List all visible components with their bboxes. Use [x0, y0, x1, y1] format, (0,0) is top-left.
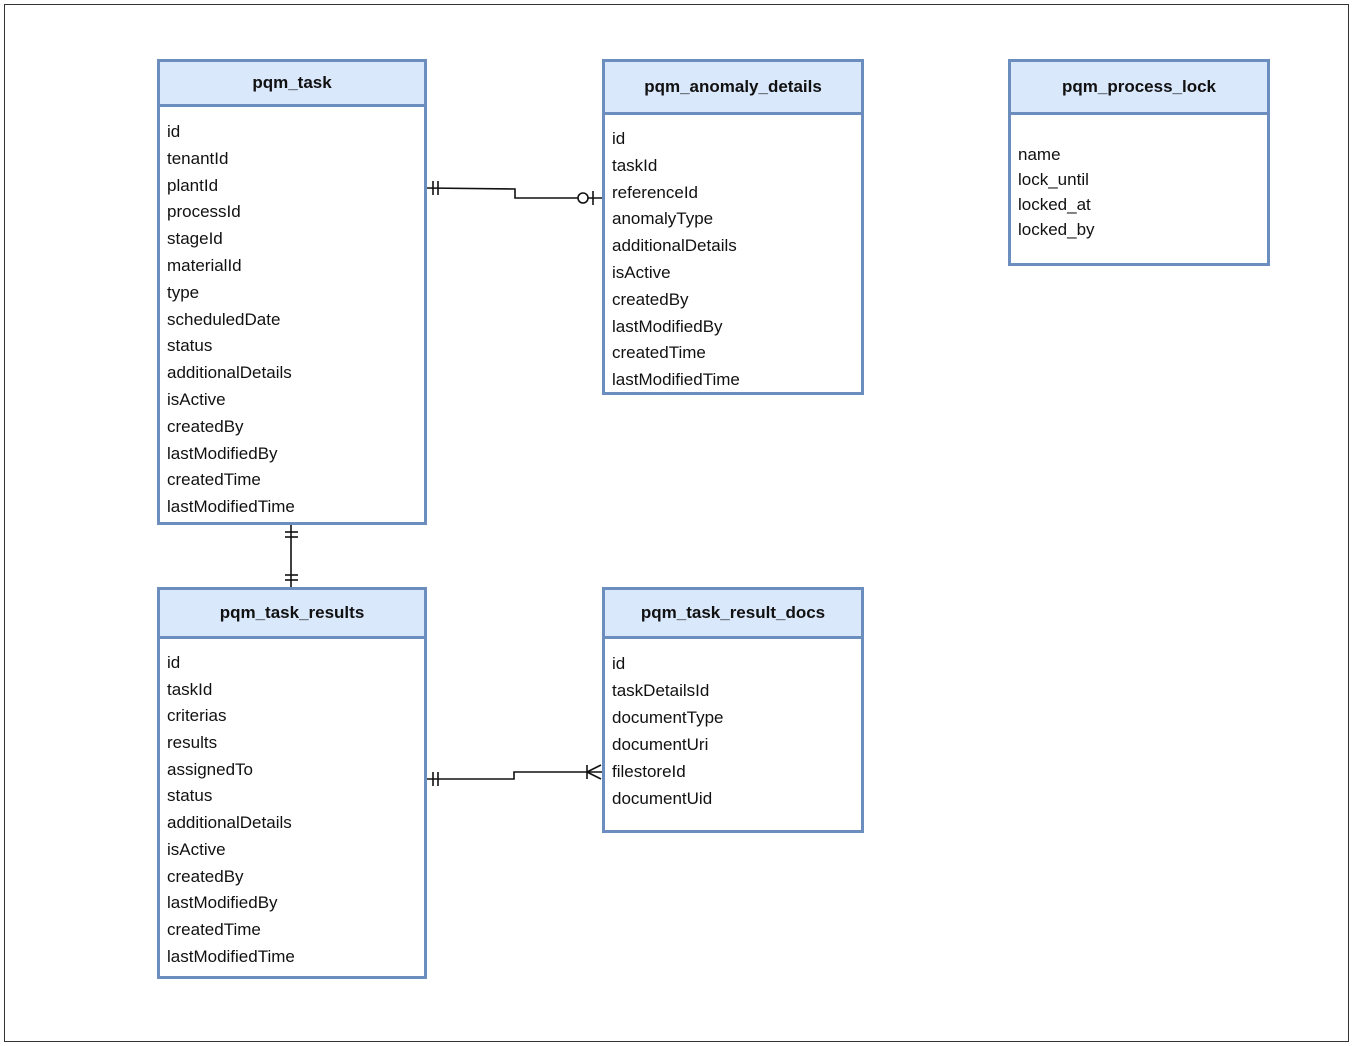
relationship-task-anomaly	[426, 187, 602, 199]
field-locked-at: locked_at	[1018, 195, 1091, 214]
field-createdby: createdBy	[167, 866, 244, 886]
field-status: status	[167, 336, 213, 356]
field-additionaldetails: additionalDetails	[167, 813, 292, 833]
field-results: results	[167, 733, 218, 753]
field-locked-by: locked_by	[1018, 220, 1095, 239]
field-lastmodifiedtime: lastModifiedTime	[167, 497, 295, 517]
field-additionaldetails: additionalDetails	[612, 236, 737, 256]
field-isactive: isActive	[612, 262, 671, 282]
crow-foot	[586, 771, 602, 780]
field-plantid: plantId	[167, 175, 219, 195]
entity-pqm-anomaly-details[interactable]: pqm_anomaly_details id taskId referenceId a…	[602, 59, 864, 395]
entity-fields: id tenantId plantId processId stageId materia…	[160, 107, 424, 521]
crow-foot	[586, 764, 602, 773]
entity-pqm-process-lock[interactable]: pqm_process_lock name lock_until locked_at…	[1008, 59, 1270, 266]
field-createdby: createdBy	[612, 289, 689, 309]
field-createdby: createdBy	[167, 416, 244, 436]
field-taskid: taskId	[167, 679, 213, 699]
field-id: id	[612, 129, 626, 148]
field-lastmodifiedby: lastModifiedBy	[167, 893, 278, 913]
zero-mark	[577, 192, 589, 204]
field-isactive: isActive	[167, 389, 226, 409]
entity-fields: id taskDetailsId documentType documentUri fi…	[605, 639, 861, 812]
entity-header: pqm_task_results	[160, 590, 424, 639]
entity-header: pqm_anomaly_details	[605, 62, 861, 115]
field-referenceid: referenceId	[612, 182, 698, 202]
entity-fields: id taskId referenceId anomalyType additional…	[605, 115, 861, 394]
entity-fields: id taskId criterias results assignedTo status…	[160, 639, 424, 970]
field-createdtime: createdTime	[167, 919, 261, 939]
field-filestoreid: filestoreId	[612, 762, 686, 781]
field-documentuid: documentUid	[612, 789, 713, 808]
field-id: id	[612, 654, 626, 673]
entity-pqm-task-result-docs[interactable]: pqm_task_result_docs id taskDetailsId docu…	[602, 587, 864, 833]
field-stageid: stageId	[167, 229, 223, 249]
field-taskid: taskId	[612, 155, 658, 175]
field-assignedto: assignedTo	[167, 759, 254, 779]
field-documenttype: documentType	[612, 708, 724, 727]
entity-fields: name lock_until locked_at locked_by	[1011, 115, 1267, 242]
field-id: id	[167, 653, 181, 672]
field-documenturi: documentUri	[612, 735, 709, 754]
entity-pqm-task[interactable]: pqm_task id tenantId plantId processId stage…	[157, 59, 427, 525]
relationship-results-docs	[427, 771, 602, 780]
field-lastmodifiedtime: lastModifiedTime	[167, 946, 295, 966]
field-type: type	[167, 282, 200, 302]
field-lastmodifiedtime: lastModifiedTime	[612, 370, 740, 390]
field-createdtime: createdTime	[612, 343, 706, 363]
diagram-frame	[4, 4, 1349, 1042]
field-id: id	[167, 122, 181, 141]
field-isactive: isActive	[167, 839, 226, 859]
field-anomalytype: anomalyType	[612, 209, 714, 229]
entity-header: pqm_task	[160, 62, 424, 107]
field-lock-until: lock_until	[1018, 170, 1089, 189]
field-scheduleddate: scheduledDate	[167, 309, 281, 329]
field-materialid: materialId	[167, 255, 242, 275]
entity-header: pqm_task_result_docs	[605, 590, 861, 639]
field-additionaldetails: additionalDetails	[167, 363, 292, 383]
field-taskdetailsid: taskDetailsId	[612, 681, 710, 700]
field-processid: processId	[167, 202, 241, 222]
entity-pqm-task-results[interactable]: pqm_task_results id taskId criterias result…	[157, 587, 427, 979]
entity-header: pqm_process_lock	[1011, 62, 1267, 115]
field-criterias: criterias	[167, 706, 227, 726]
field-createdtime: createdTime	[167, 470, 261, 490]
field-name: name	[1018, 145, 1061, 164]
field-lastmodifiedby: lastModifiedBy	[612, 316, 723, 336]
field-tenantid: tenantId	[167, 148, 229, 168]
field-status: status	[167, 786, 213, 806]
field-lastmodifiedby: lastModifiedBy	[167, 443, 278, 463]
